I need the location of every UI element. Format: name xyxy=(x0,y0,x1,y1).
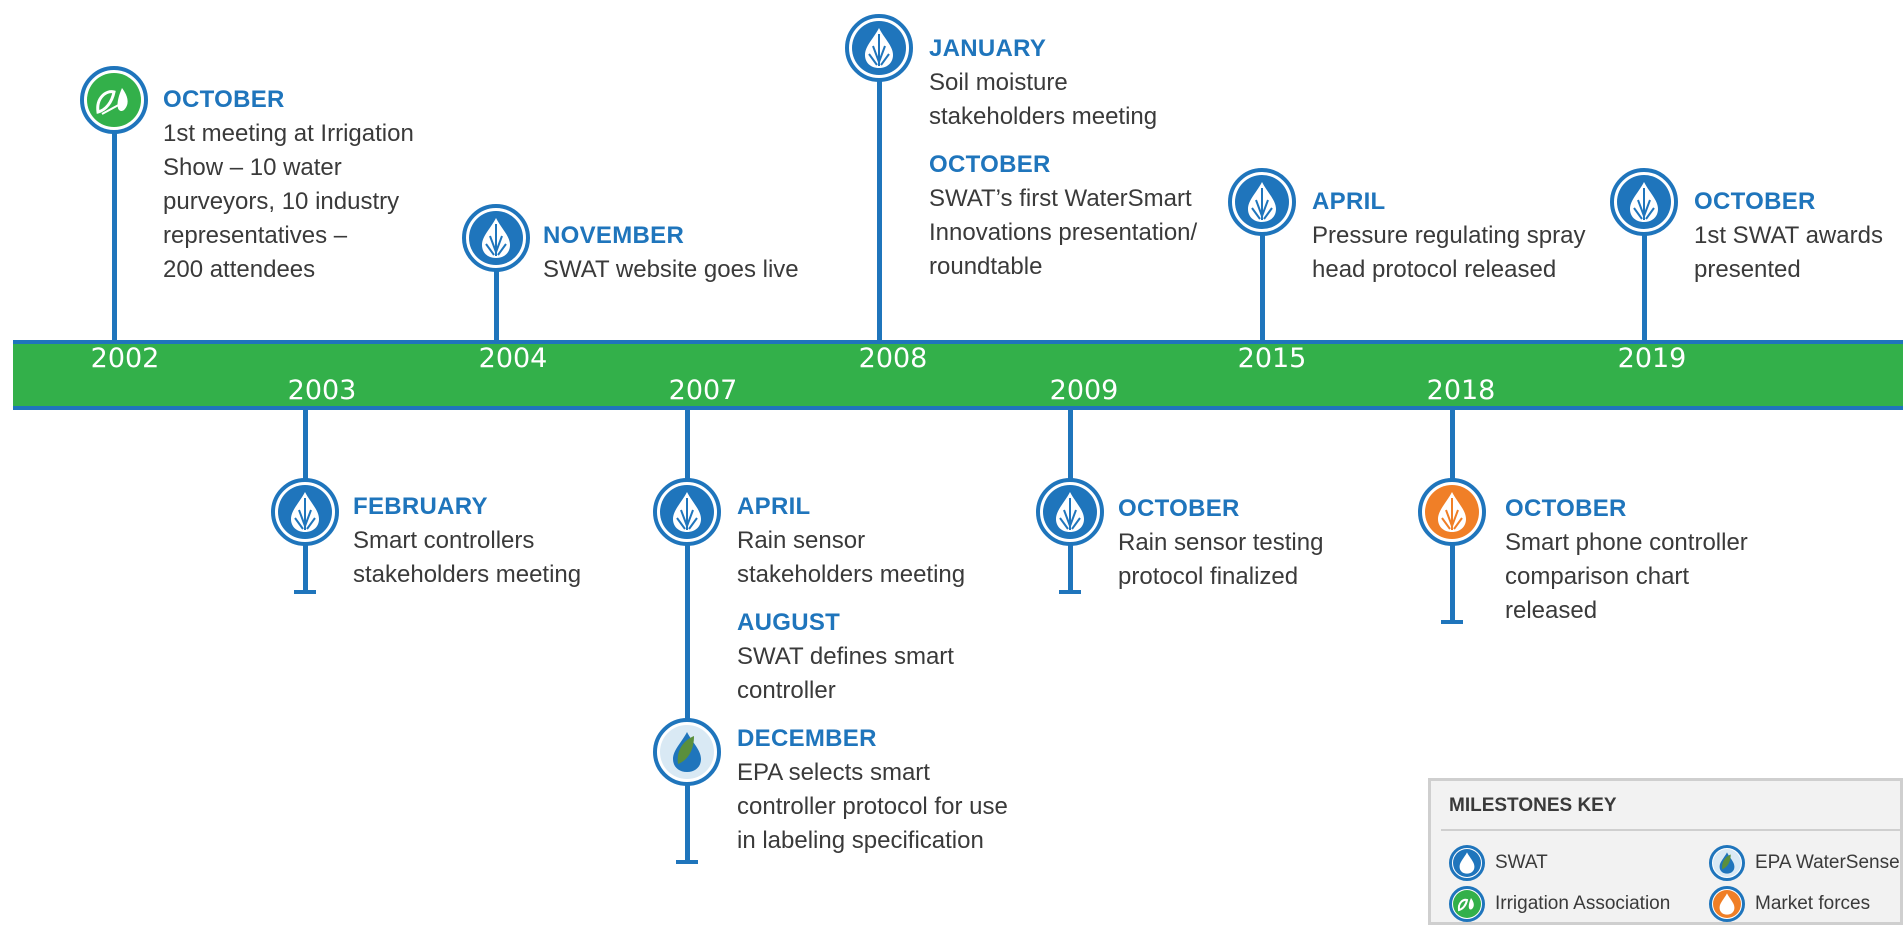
divider xyxy=(1441,829,1900,831)
key-item-market-forces: Market forces xyxy=(1709,886,1870,922)
stem-2015 xyxy=(1260,202,1265,343)
event-line: released xyxy=(1505,597,1598,624)
key-label: Market forces xyxy=(1755,893,1871,914)
milestone-text-2018: OCTOBER Smart phone controller compariso… xyxy=(1505,492,1748,628)
year-label-2008: 2008 xyxy=(858,343,928,374)
swat-icon xyxy=(1610,168,1678,236)
event-line: Rain sensor testing xyxy=(1118,529,1324,556)
event-line: Show – 10 water xyxy=(163,154,342,181)
key-label: Irrigation Association xyxy=(1495,893,1671,914)
stem-cap-2009 xyxy=(1059,590,1081,594)
swat-icon xyxy=(845,14,913,82)
milestone-text-2003: FEBRUARY Smart controllers stakeholders … xyxy=(353,490,581,592)
stem-2019 xyxy=(1642,202,1647,343)
event-line: SWAT website goes live xyxy=(543,256,799,283)
month-label: APRIL xyxy=(1312,188,1386,215)
event-line: in labeling specification xyxy=(737,827,984,854)
event-line: purveyors, 10 industry xyxy=(163,188,400,215)
market-forces-icon xyxy=(1418,478,1486,546)
key-label: EPA WaterSense xyxy=(1755,852,1900,873)
event-line: comparison chart xyxy=(1505,563,1690,590)
year-label-2004: 2004 xyxy=(478,343,548,374)
event-line: 200 attendees xyxy=(163,256,316,283)
year-label-2003: 2003 xyxy=(287,375,357,406)
year-label-2002: 2002 xyxy=(90,343,160,374)
year-label-2007: 2007 xyxy=(668,375,738,406)
event-line: SWAT defines smart xyxy=(737,643,954,670)
milestones-key-title: MILESTONES KEY xyxy=(1449,795,1617,816)
epa-watersense-icon xyxy=(653,718,721,786)
swat-icon xyxy=(1036,478,1104,546)
month-label: OCTOBER xyxy=(929,151,1051,178)
event-line: 1st SWAT awards xyxy=(1694,222,1883,249)
milestone-text-2008: JANUARY Soil moisture stakeholders meeti… xyxy=(929,32,1197,284)
event-line: roundtable xyxy=(929,253,1043,280)
milestone-text-2007: APRIL Rain sensor stakeholders meeting A… xyxy=(737,490,1008,858)
event-line: controller xyxy=(737,677,836,704)
epa-watersense-icon xyxy=(1709,845,1745,881)
event-line: stakeholders meeting xyxy=(929,103,1158,130)
event-line: Rain sensor xyxy=(737,527,866,554)
swat-icon xyxy=(653,478,721,546)
event-line: stakeholders meeting xyxy=(353,561,582,588)
month-label: OCTOBER xyxy=(163,86,285,113)
key-label: SWAT xyxy=(1495,852,1548,873)
event-line: EPA selects smart xyxy=(737,759,930,786)
event-line: SWAT’s first WaterSmart xyxy=(929,185,1192,212)
event-line: Smart phone controller xyxy=(1505,529,1748,556)
month-label: JANUARY xyxy=(929,35,1047,62)
event-line: Smart controllers xyxy=(353,527,535,554)
event-line: stakeholders meeting xyxy=(737,561,966,588)
stem-cap-2003 xyxy=(294,590,316,594)
year-label-2019: 2019 xyxy=(1617,343,1687,374)
event-line: presented xyxy=(1694,256,1801,283)
event-line: head protocol released xyxy=(1312,256,1557,283)
event-line: Pressure regulating spray xyxy=(1312,222,1586,249)
market-forces-icon xyxy=(1709,886,1745,922)
event-line: protocol finalized xyxy=(1118,563,1299,590)
milestone-text-2019: OCTOBER 1st SWAT awards presented xyxy=(1694,185,1883,287)
stem-cap-2018 xyxy=(1441,620,1463,624)
milestone-text-2009: OCTOBER Rain sensor testing protocol fin… xyxy=(1118,492,1323,594)
month-label: OCTOBER xyxy=(1505,495,1627,522)
stem-2008 xyxy=(877,48,882,343)
event-line: controller protocol for use xyxy=(737,793,1008,820)
swat-icon xyxy=(1228,168,1296,236)
timeline-bar xyxy=(13,340,1903,410)
month-label: OCTOBER xyxy=(1694,188,1816,215)
milestone-text-2004: NOVEMBER SWAT website goes live xyxy=(543,219,799,287)
event-line: 1st meeting at Irrigation xyxy=(163,120,414,147)
milestone-text-2015: APRIL Pressure regulating spray head pro… xyxy=(1312,185,1585,287)
swat-icon xyxy=(1449,845,1485,881)
milestone-text-2002: OCTOBER 1st meeting at Irrigation Show –… xyxy=(163,83,414,287)
stem-2007 xyxy=(685,407,690,863)
key-item-irrigation-association: Irrigation Association xyxy=(1449,886,1670,922)
key-item-epa-watersense: EPA WaterSense xyxy=(1709,845,1900,881)
month-label: NOVEMBER xyxy=(543,222,685,249)
stem-2002 xyxy=(112,100,117,343)
event-line: Soil moisture xyxy=(929,69,1068,96)
swat-icon xyxy=(271,478,339,546)
month-label: DECEMBER xyxy=(737,725,877,752)
stem-cap-2007 xyxy=(676,860,698,864)
swat-icon xyxy=(462,204,530,272)
stem-2004 xyxy=(494,238,499,343)
key-item-swat: SWAT xyxy=(1449,845,1548,881)
month-label: OCTOBER xyxy=(1118,495,1240,522)
month-label: AUGUST xyxy=(737,609,841,636)
year-label-2015: 2015 xyxy=(1237,343,1307,374)
year-label-2009: 2009 xyxy=(1049,375,1119,406)
month-label: APRIL xyxy=(737,493,811,520)
milestones-key: MILESTONES KEY SWAT EPA WaterSense xyxy=(1428,778,1903,925)
month-label: FEBRUARY xyxy=(353,493,488,520)
irrigation-association-icon xyxy=(1449,886,1485,922)
irrigation-association-icon xyxy=(80,66,148,134)
event-line: Innovations presentation/ xyxy=(929,219,1198,246)
event-line: representatives – xyxy=(163,222,348,249)
year-label-2018: 2018 xyxy=(1426,375,1496,406)
